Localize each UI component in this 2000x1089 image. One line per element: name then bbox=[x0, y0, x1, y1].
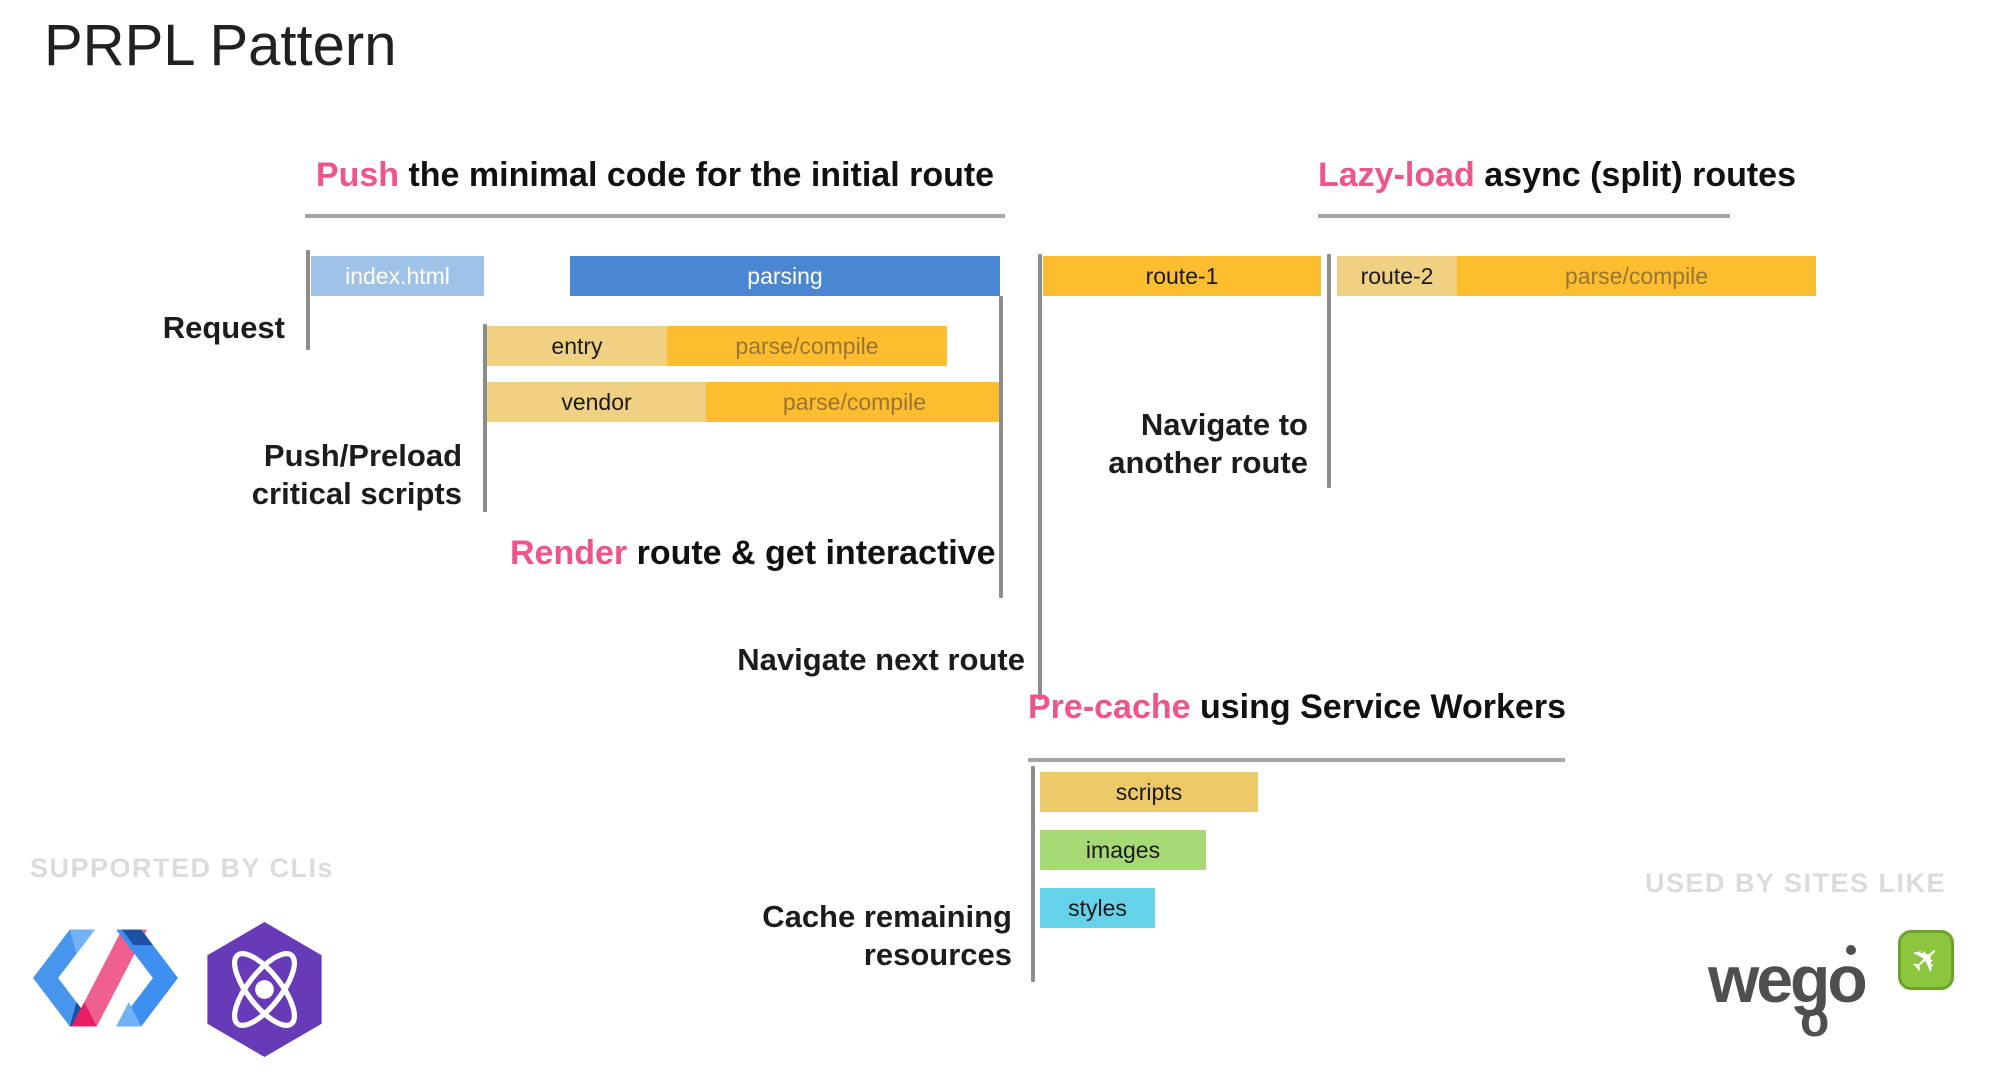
preact-logo-icon bbox=[202, 922, 327, 1062]
push-preload-label: Push/Preload critical scripts bbox=[160, 437, 462, 513]
render-connector-line bbox=[999, 296, 1003, 598]
bar-vendor-parse-compile: parse/compile bbox=[706, 382, 1003, 422]
cache-remaining-label-line2: resources bbox=[863, 937, 1012, 972]
bar-images: images bbox=[1040, 830, 1206, 870]
render-heading: Render route & get interactive bbox=[510, 534, 996, 573]
bar-route-2: route-2 bbox=[1337, 256, 1457, 296]
lazy-load-heading-highlight: Lazy-load bbox=[1318, 156, 1475, 194]
airplane-icon: ✈ bbox=[1900, 934, 1951, 985]
lazy-load-heading-rule bbox=[1318, 214, 1730, 218]
lazy-load-heading: Lazy-load async (split) routes bbox=[1318, 156, 1796, 195]
render-heading-rest: route & get interactive bbox=[627, 534, 996, 572]
push-preload-connector-line bbox=[483, 324, 487, 512]
bar-route-2-parse-compile: parse/compile bbox=[1457, 256, 1816, 296]
wego-dot bbox=[1846, 945, 1856, 955]
navigate-next-connector-line bbox=[1038, 254, 1042, 700]
precache-heading: Pre-cache using Service Workers bbox=[1028, 688, 1566, 727]
push-heading-rest: the minimal code for the initial route bbox=[399, 156, 995, 194]
wego-logo: wego o ✈ bbox=[1700, 925, 1970, 1055]
push-preload-label-line2: critical scripts bbox=[251, 476, 462, 511]
precache-heading-rule bbox=[1028, 758, 1565, 762]
supported-by-clis-watermark: SUPPORTED BY CLIs bbox=[30, 853, 335, 883]
navigate-another-label-line1: Navigate to bbox=[1140, 407, 1308, 442]
request-label: Request bbox=[162, 310, 285, 345]
push-heading-rule bbox=[305, 214, 1005, 218]
polymer-logo-icon bbox=[33, 928, 178, 1033]
wego-sub-o: o bbox=[1800, 994, 1830, 1047]
render-heading-highlight: Render bbox=[510, 534, 628, 572]
cache-remaining-label-line1: Cache remaining bbox=[762, 899, 1012, 934]
bar-route-1: route-1 bbox=[1043, 256, 1321, 296]
bar-scripts: scripts bbox=[1040, 772, 1258, 812]
cache-connector-line bbox=[1031, 766, 1035, 982]
wego-badge: ✈ bbox=[1898, 930, 1954, 990]
route-2-connector-line bbox=[1327, 254, 1331, 488]
precache-heading-highlight: Pre-cache bbox=[1028, 688, 1191, 726]
navigate-another-label: Navigate to another route bbox=[1040, 406, 1308, 482]
bar-vendor: vendor bbox=[487, 382, 706, 422]
cache-remaining-label: Cache remaining resources bbox=[710, 898, 1012, 974]
precache-heading-rest: using Service Workers bbox=[1190, 688, 1566, 726]
bar-index-html: index.html bbox=[311, 256, 484, 296]
request-connector-line bbox=[306, 250, 310, 350]
bar-entry: entry bbox=[487, 326, 667, 366]
navigate-another-label-line2: another route bbox=[1108, 445, 1308, 480]
wego-wordmark: wego bbox=[1708, 942, 1868, 1016]
push-heading-highlight: Push bbox=[315, 156, 400, 194]
bar-styles: styles bbox=[1040, 888, 1155, 928]
push-preload-label-line1: Push/Preload bbox=[263, 438, 462, 473]
bar-entry-parse-compile: parse/compile bbox=[667, 326, 947, 366]
lazy-load-heading-rest: async (split) routes bbox=[1474, 156, 1797, 194]
page-title: PRPL Pattern bbox=[44, 13, 397, 78]
navigate-next-label: Navigate next route bbox=[737, 642, 1025, 677]
used-by-sites-watermark: USED BY SITES LIKE bbox=[1645, 868, 1947, 898]
bar-parsing: parsing bbox=[570, 256, 1000, 296]
push-heading: Push the minimal code for the initial ro… bbox=[305, 156, 1005, 195]
